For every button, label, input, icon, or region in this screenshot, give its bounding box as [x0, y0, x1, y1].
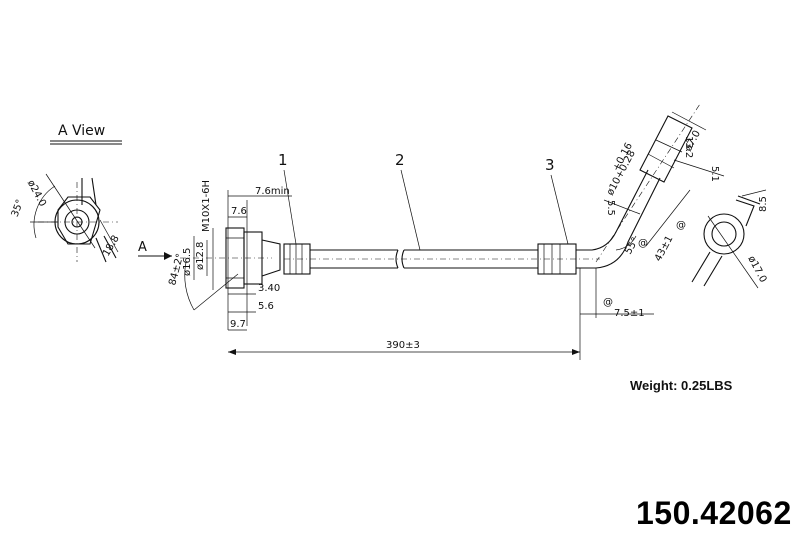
callout-1: 1 [278, 151, 288, 169]
d5-6-label: 5.6 [258, 301, 274, 312]
d5-5-label: 5.5 [605, 200, 616, 216]
hex-nut-outline [57, 196, 101, 245]
end-tab-bottom [691, 251, 723, 287]
d7-0-label: ø7.0 [683, 129, 703, 154]
arrow-a-head [164, 252, 172, 260]
d8-5-line [741, 189, 767, 197]
tube-bend-top [576, 169, 649, 251]
d5-5-line [603, 199, 641, 215]
end-outer-circle [703, 213, 745, 255]
bracket-tab [81, 177, 117, 263]
d43-label: 43±1 [653, 234, 676, 263]
angle-84-arc [184, 261, 195, 311]
mark-b: @ [676, 220, 686, 231]
d16-5-label: ø16.5 [182, 248, 193, 276]
angle-arc [33, 185, 56, 239]
hex-line-2 [655, 139, 683, 153]
hex-line-1 [647, 153, 675, 169]
overall-arrow-left [228, 349, 236, 355]
a-view: A View 35° ø24.0 18.8 [10, 123, 122, 263]
left-fitting: A 7.6min 7.6 M10X1-6H ø16.5 ø12.8 84±2° … [138, 180, 292, 331]
right-end-view: 8.5 ø17.0 [691, 189, 769, 289]
callout-3: 3 [545, 156, 555, 174]
right-fitting: 13.2 ø10+0.28 +0.16 ø7.0 5.1 5.5 55° 43±… [576, 103, 725, 360]
angle-55-arc [615, 235, 637, 251]
right-centerline [595, 103, 701, 263]
callout-3-leader [550, 174, 569, 245]
thread-label: M10X1-6H [201, 180, 212, 232]
d24-label: ø24.0 [25, 178, 48, 208]
tube-bend-bottom [576, 177, 661, 269]
callout-2: 2 [395, 151, 405, 169]
d13-2-line [671, 111, 707, 131]
overall-dimension: 390±3 [228, 340, 580, 355]
d13-2-label: 13.2 [683, 136, 694, 158]
d3-40-label: 3.40 [258, 283, 280, 294]
d43-line [645, 189, 691, 247]
d17-label: ø17.0 [745, 254, 768, 284]
end-inner-circle [711, 221, 737, 247]
min-len-label: 7.6min [255, 186, 290, 197]
a-view-label: A View [58, 123, 105, 139]
d5-1-line [673, 159, 725, 177]
overall-arrow-right [572, 349, 580, 355]
weight-label: Weight: 0.25LBS [630, 378, 733, 393]
angle-84-leader [193, 273, 239, 311]
right-hex-fitting [639, 115, 693, 183]
mark-a: @ [638, 238, 648, 249]
d8-5-label: 8.5 [758, 196, 769, 212]
end-tab-top [735, 195, 761, 227]
d12-8-label: ø12.8 [195, 242, 206, 270]
callout-2-leader [400, 169, 421, 251]
d18-8-leader [99, 219, 119, 253]
hose-body: 1 2 3 [278, 151, 600, 275]
angle-35-label: 35° [10, 198, 26, 218]
callout-1-leader [283, 169, 297, 245]
d7-5-label: 7.5±1 [614, 308, 645, 319]
fitting-taper [261, 239, 281, 277]
d7-6-label: 7.6 [231, 206, 247, 217]
overall-label: 390±3 [386, 340, 420, 351]
part-number: 150.42062 [636, 495, 792, 531]
d24-leader [45, 173, 96, 249]
mark-c: @ [603, 297, 613, 308]
arrow-a-label: A [138, 240, 147, 255]
d9-7-label: 9.7 [230, 319, 246, 330]
d5-1-label: 5.1 [709, 166, 720, 182]
d17-leader [707, 215, 759, 289]
